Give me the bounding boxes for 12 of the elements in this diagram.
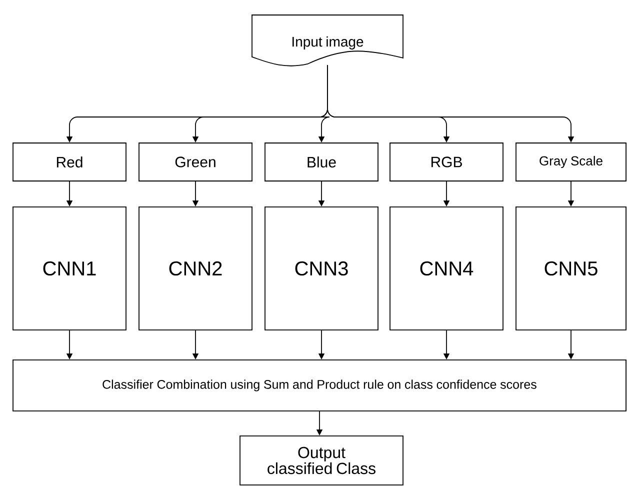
process-box: Output classified Class — [240, 436, 404, 486]
process-box: Blue — [264, 142, 378, 182]
process-box: Green — [138, 142, 252, 182]
process-box: Classifier Combination using Sum and Product rule on class confidence scores — [12, 360, 626, 412]
process-box: RGB — [390, 142, 504, 182]
process-box: CNN3 — [264, 206, 378, 330]
process-box: CNN4 — [390, 206, 504, 330]
process-box: Red — [12, 142, 126, 182]
process-box: Gray Scale — [516, 142, 626, 182]
process-box: CNN2 — [138, 206, 252, 330]
process-box: CNN5 — [516, 206, 626, 330]
process-box: CNN1 — [12, 206, 126, 330]
